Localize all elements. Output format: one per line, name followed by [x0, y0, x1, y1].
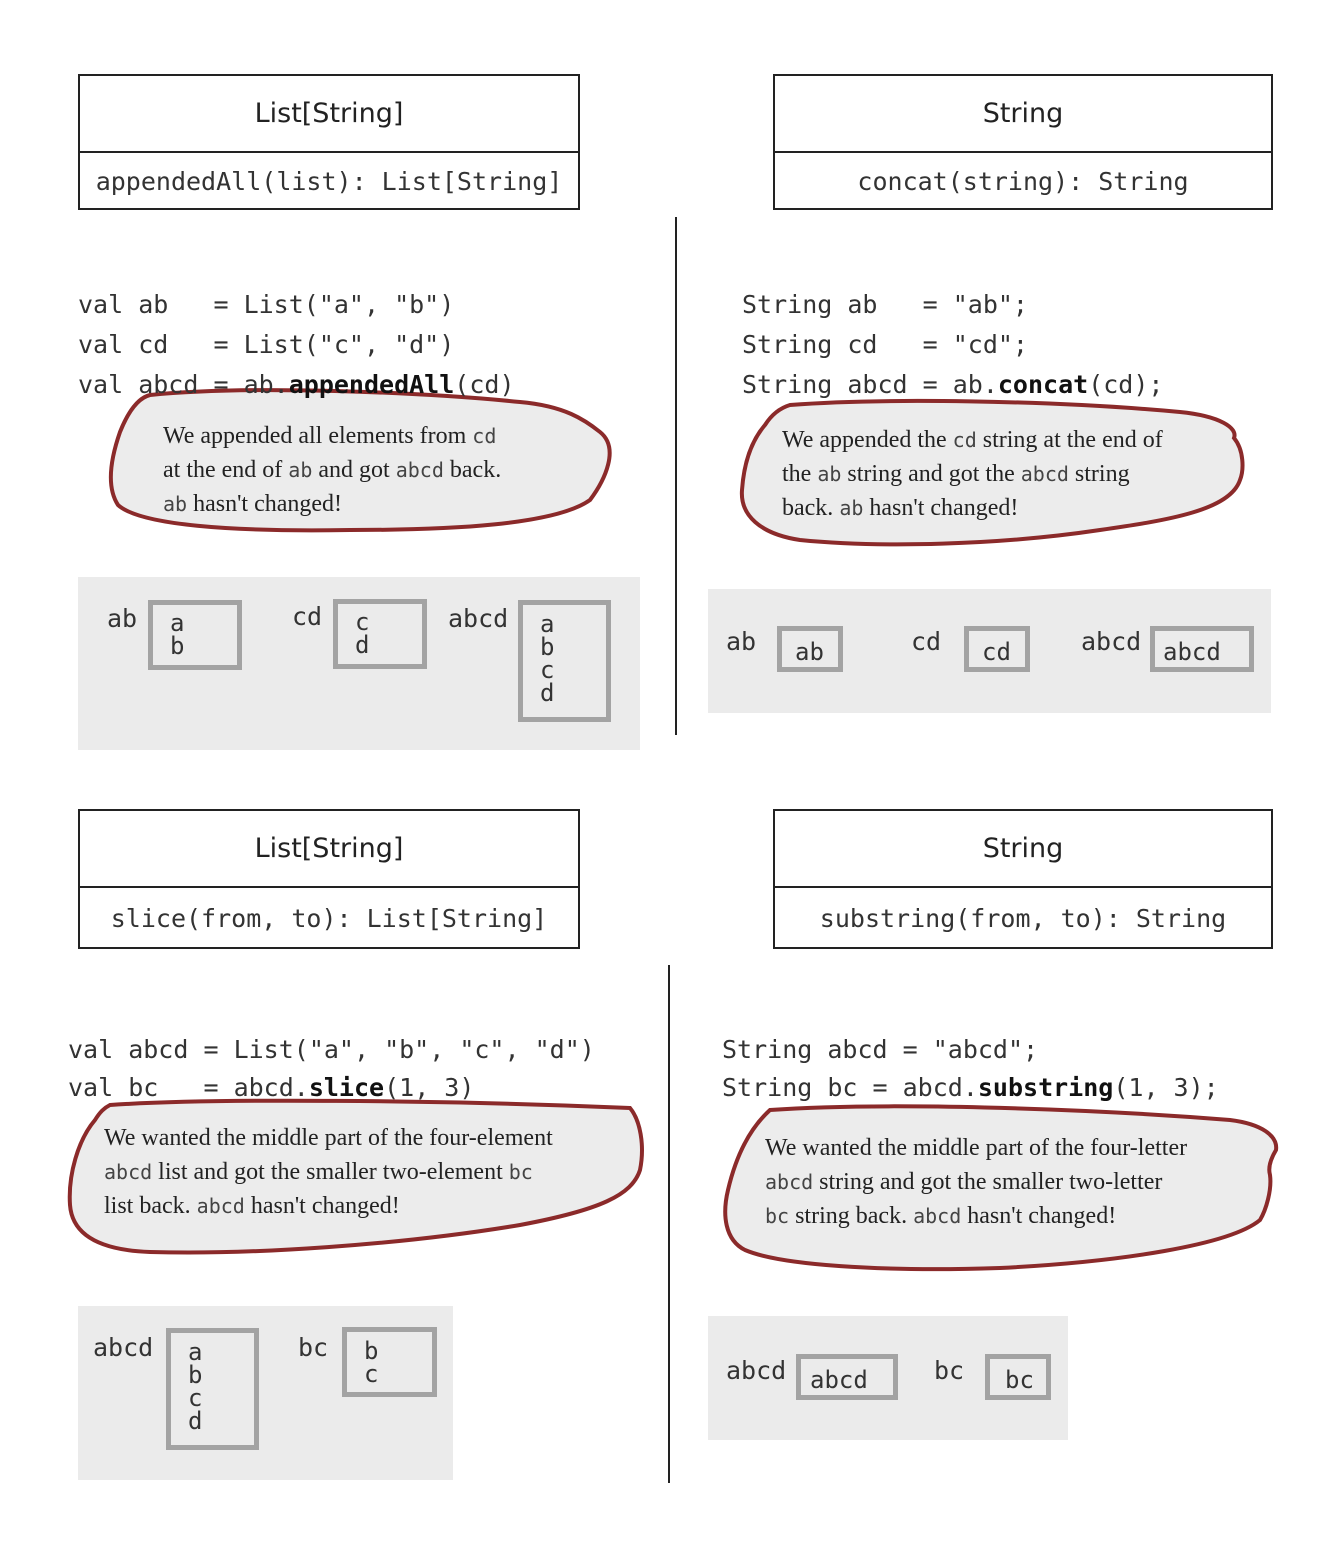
list-box-abcd: a b c d [166, 1328, 259, 1450]
code-snippet-java-substring: String abcd = "abcd"; String bc = abcd.su… [722, 993, 1219, 1145]
list-box-cd: c d [333, 599, 427, 669]
uml-type-title: List[String] [80, 811, 578, 888]
bubble-q4 [723, 1104, 1279, 1272]
code-line: String bc = abcd.substring(1, 3); [722, 1073, 1219, 1102]
list-box-bc: b c [342, 1327, 437, 1397]
uml-method-signature: slice(from, to): List[String] [110, 904, 548, 933]
uml-method-signature: appendedAll(list): List[String] [95, 167, 563, 196]
uml-type-title: String [775, 811, 1271, 888]
string-box-ab: ab [777, 626, 843, 672]
note-q4: We wanted the middle part of the four-le… [765, 1135, 1188, 1229]
uml-string-substring: String substring(from, to): String [773, 809, 1273, 949]
list-box-abcd: a b c d [518, 600, 611, 722]
var-label-abcd: abcd [93, 1333, 154, 1362]
string-box-abcd: abcd [1150, 626, 1254, 672]
code-line: val abcd = ab.appendedAll(cd) [78, 370, 515, 399]
code-line: String cd = "cd"; [742, 330, 1028, 359]
uml-type-title: List[String] [80, 76, 578, 153]
uml-type-title: String [775, 76, 1271, 153]
divider-top [675, 217, 677, 735]
string-box-bc: bc [985, 1354, 1051, 1400]
string-box-abcd: abcd [796, 1354, 898, 1400]
var-label-abcd: abcd [448, 604, 509, 633]
var-label-ab: ab [726, 627, 757, 656]
var-label-abcd: abcd [1081, 627, 1142, 656]
code-snippet-scala-slice: val abcd = List("a", "b", "c", "d") val b… [68, 993, 595, 1145]
list-box-ab: a b [148, 600, 242, 670]
note-q1: We appended all elements from cd at the … [163, 423, 502, 517]
code-line: String abcd = "abcd"; [722, 1035, 1039, 1064]
code-snippet-java-concat: String ab = "ab"; String cd = "cd"; String… [742, 245, 1163, 445]
divider-bottom [668, 965, 670, 1483]
uml-list-appendedall: List[String] appendedAll(list): List[Str… [78, 74, 580, 210]
code-line: val ab = List("a", "b") [78, 290, 455, 319]
code-line: val bc = abcd.slice(1, 3) [68, 1073, 475, 1102]
code-line: String ab = "ab"; [742, 290, 1028, 319]
note-q3: We wanted the middle part of the four-el… [104, 1125, 553, 1219]
uml-method-signature: substring(from, to): String [819, 904, 1227, 933]
var-label-cd: cd [911, 627, 942, 656]
var-label-bc: bc [298, 1333, 329, 1362]
code-line: val cd = List("c", "d") [78, 330, 455, 359]
var-label-bc: bc [934, 1356, 965, 1385]
note-q2: We appended the cd string at the end of … [782, 427, 1163, 521]
var-label-abcd: abcd [726, 1356, 787, 1385]
string-box-cd: cd [964, 626, 1030, 672]
uml-list-slice: List[String] slice(from, to): List[Strin… [78, 809, 580, 949]
var-label-ab: ab [107, 604, 138, 633]
code-snippet-scala-appendedall: val ab = List("a", "b") val cd = List("c"… [78, 245, 515, 445]
code-line: String abcd = ab.concat(cd); [742, 370, 1164, 399]
uml-string-concat: String concat(string): String [773, 74, 1273, 210]
code-line: val abcd = List("a", "b", "c", "d") [68, 1035, 595, 1064]
var-label-cd: cd [292, 602, 323, 631]
bubble-q1 [108, 388, 612, 533]
bubble-q2 [739, 398, 1245, 547]
uml-method-signature: concat(string): String [857, 167, 1189, 196]
bubble-q3 [67, 1098, 644, 1255]
